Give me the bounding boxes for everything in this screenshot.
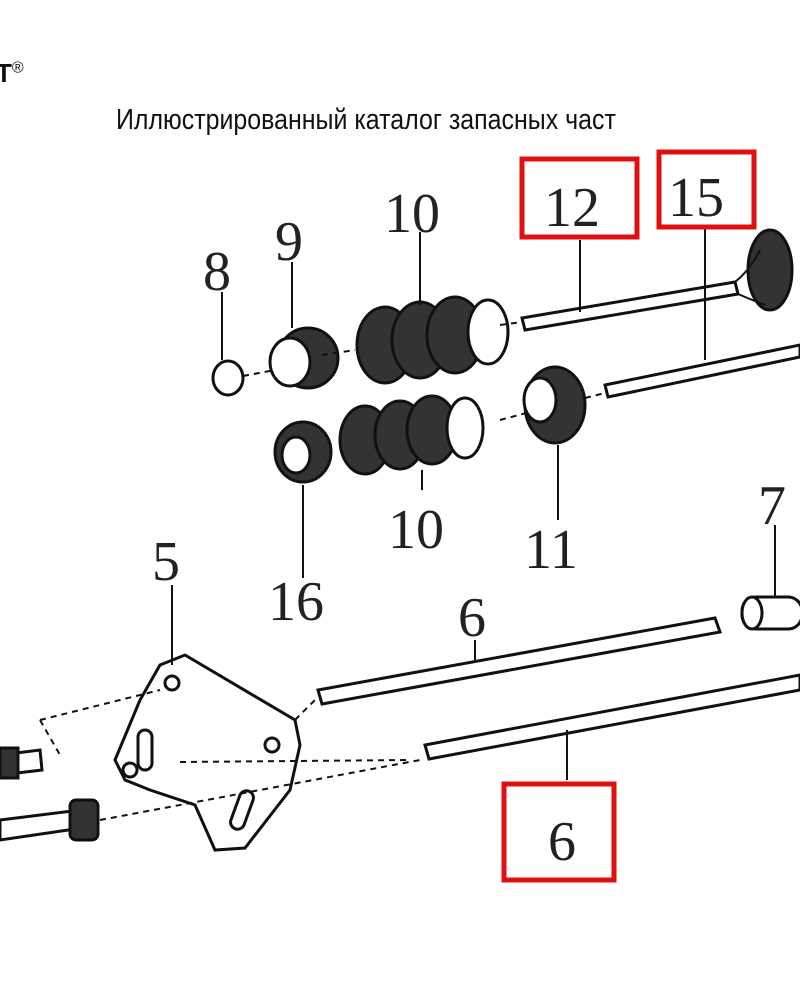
label-10-upper: 10 xyxy=(384,183,440,245)
label-16: 16 xyxy=(268,571,324,633)
label-6-upper: 6 xyxy=(458,587,486,649)
part-16 xyxy=(273,420,333,484)
label-15: 15 xyxy=(668,167,724,229)
label-6-lower: 6 xyxy=(548,811,576,873)
label-10-lower: 10 xyxy=(388,499,444,561)
page-title: Иллюстрированный каталог запасных част xyxy=(116,104,616,136)
spring-10-lower xyxy=(338,394,485,476)
valve-12 xyxy=(520,228,794,332)
spring-10-upper xyxy=(355,295,510,385)
label-9: 9 xyxy=(275,211,303,273)
label-5: 5 xyxy=(152,531,180,593)
valve-15 xyxy=(603,343,800,399)
label-8: 8 xyxy=(203,241,231,303)
part-8 xyxy=(211,359,245,397)
push-rod-6-upper xyxy=(316,616,723,706)
highlight-box-15 xyxy=(656,149,757,230)
part-7 xyxy=(740,595,800,631)
leader-lines xyxy=(39,228,776,821)
brand-logo: T® xyxy=(0,58,24,88)
part-11 xyxy=(522,365,587,445)
label-12: 12 xyxy=(544,177,600,239)
highlight-box-12 xyxy=(519,156,640,240)
bracket-5 xyxy=(113,653,302,852)
push-rod-6-lower xyxy=(423,673,800,761)
bolt-lower xyxy=(0,798,100,842)
part-9 xyxy=(268,326,340,390)
label-11: 11 xyxy=(524,519,578,581)
bolt-upper xyxy=(0,746,44,780)
highlight-box-6 xyxy=(501,781,617,883)
label-7: 7 xyxy=(758,475,786,537)
